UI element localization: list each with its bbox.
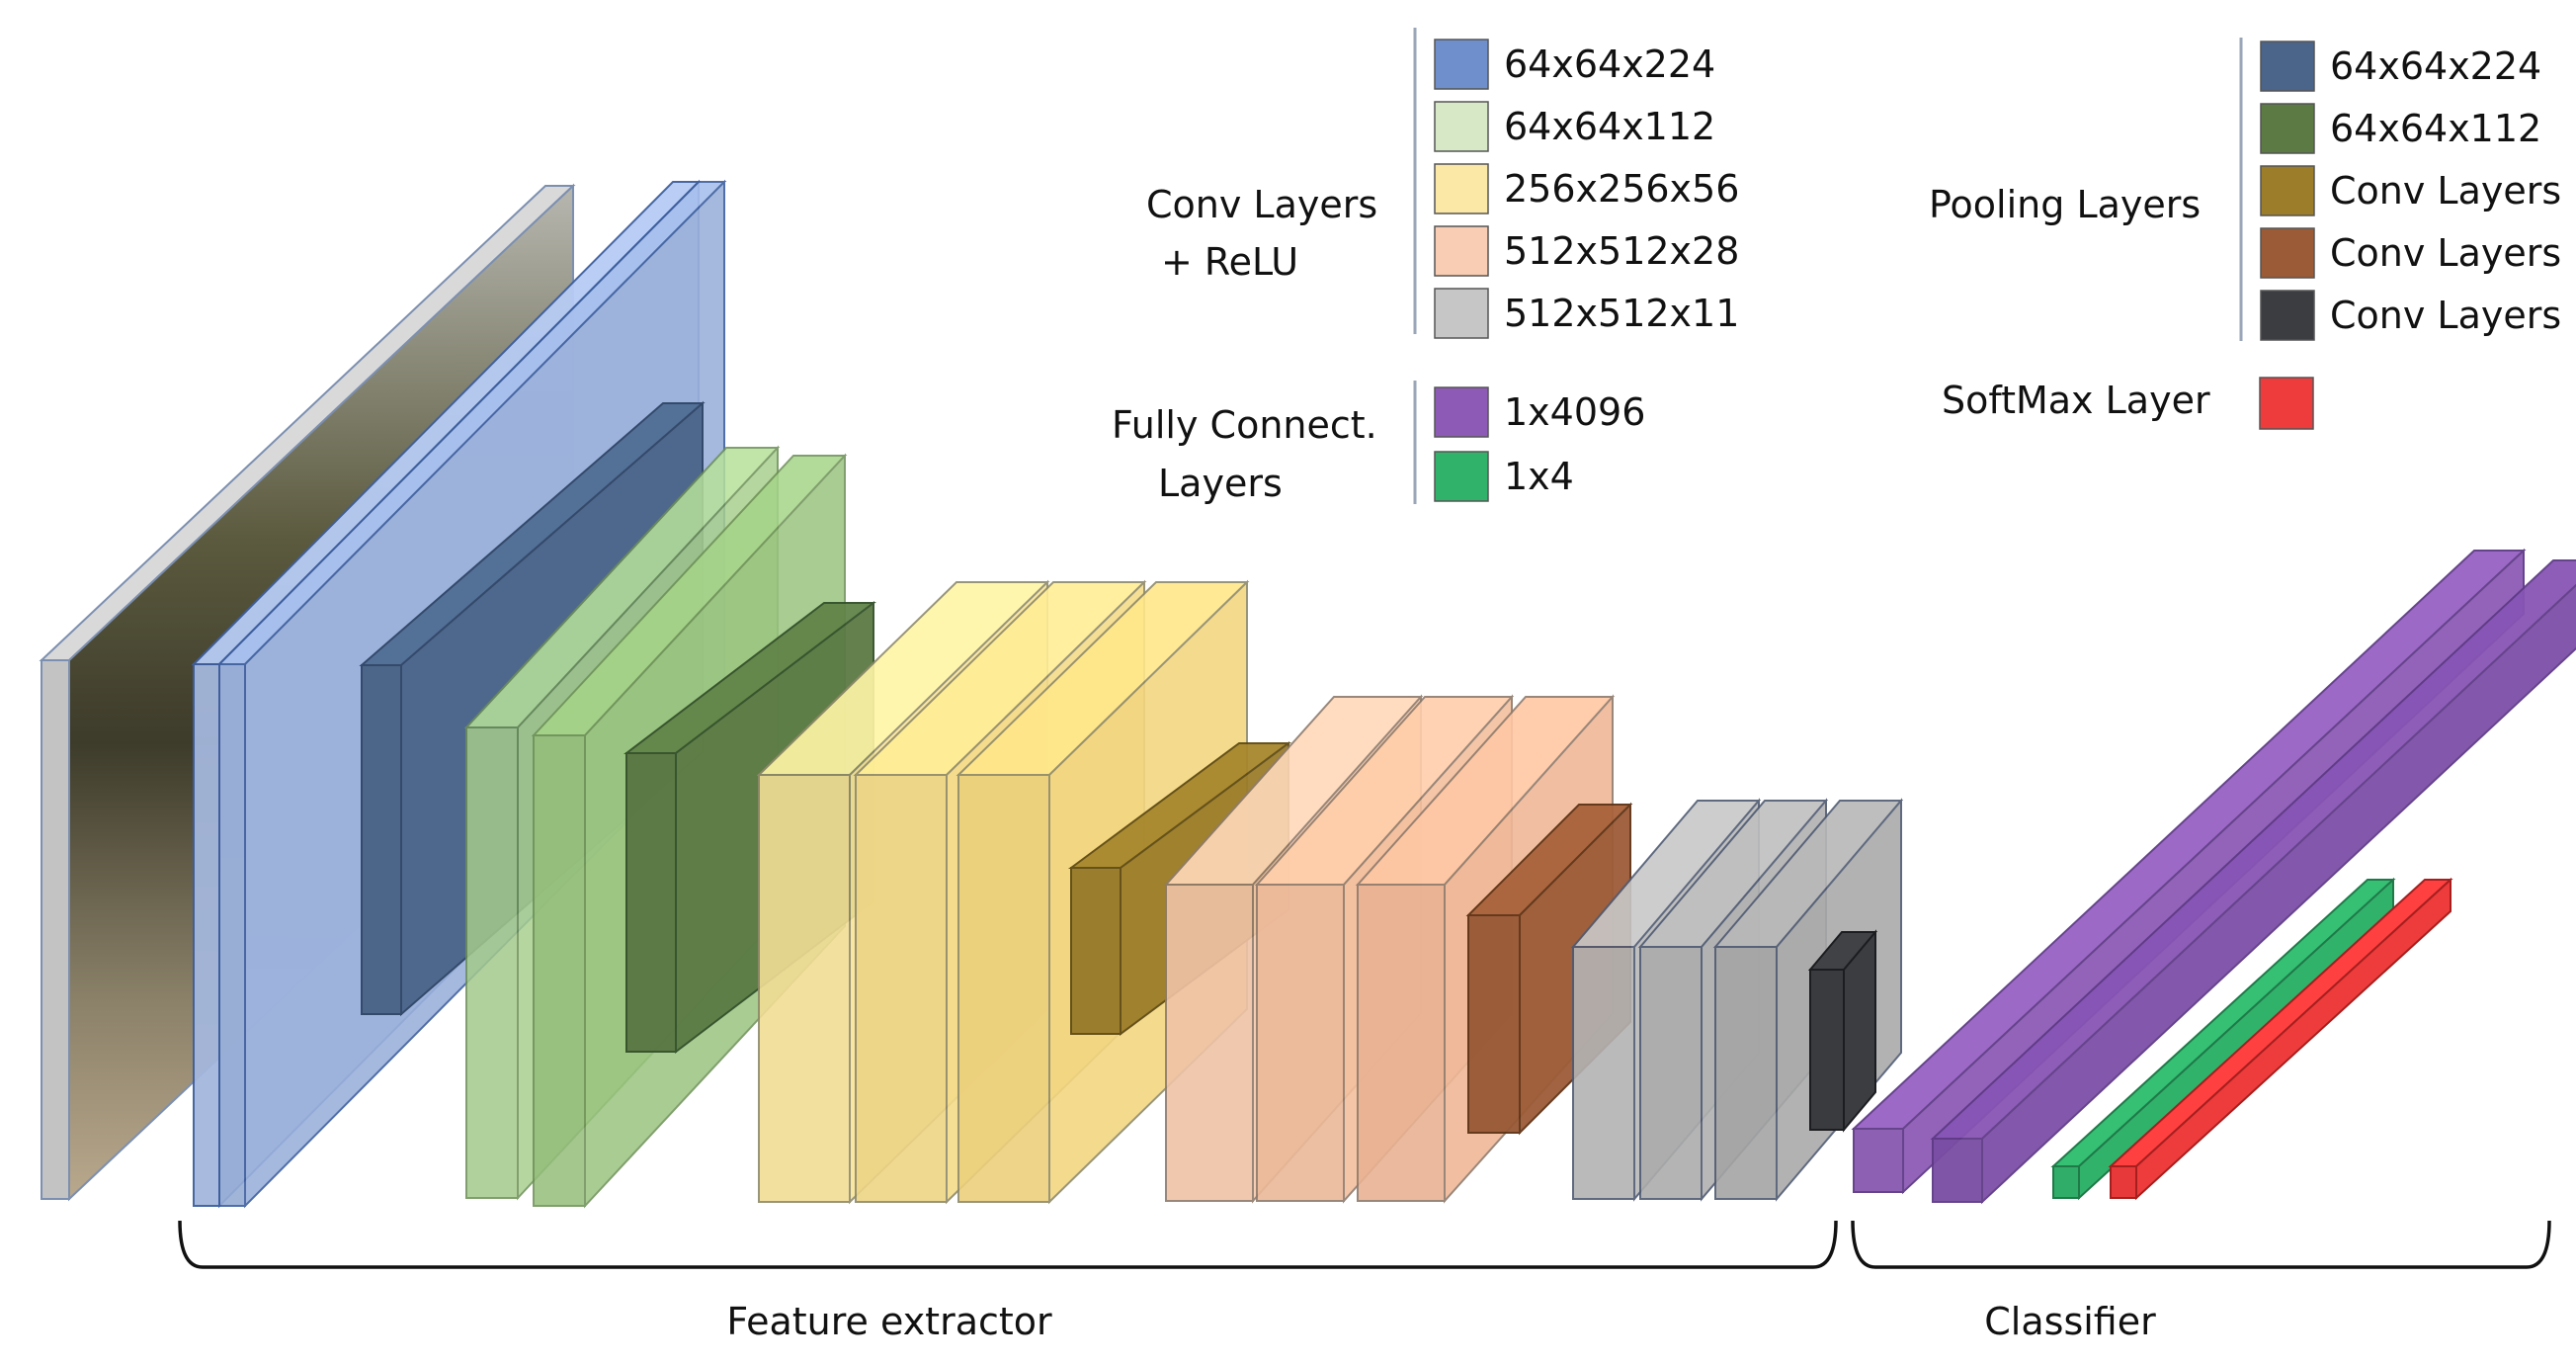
legend-pool-swatch (2260, 290, 2315, 341)
legend-pool-swatch (2260, 103, 2315, 154)
legend-softmax: SoftMax Layer (1942, 377, 2314, 430)
legend-pool-item-label: Conv Layers (2330, 169, 2561, 213)
legend-pool-swatch (2260, 41, 2315, 92)
legend-pool-swatch (2260, 227, 2315, 279)
feature-extractor-bracket (178, 1220, 1838, 1269)
legend-softmax-swatch (2259, 377, 2314, 430)
legend-fc-label-layers: Layers (1158, 462, 1283, 505)
classifier-label: Classifier (1984, 1300, 2156, 1343)
legend-fc-item-label: 1x4096 (1504, 390, 1645, 434)
legend-pool-label: Pooling Layers (1929, 183, 2201, 226)
legend-conv-swatch (1434, 225, 1489, 277)
legend-pool-item-label: 64x64x112 (2330, 107, 2541, 150)
legend-conv-item-label: 64x64x112 (1504, 105, 1715, 148)
feature-extractor-label: Feature extractor (726, 1300, 1052, 1343)
legend-softmax-label: SoftMax Layer (1942, 379, 2210, 422)
fc2-block (1930, 559, 2576, 1205)
legend-conv-item-label: 256x256x56 (1504, 167, 1739, 211)
legend-fc: Fully Connect. Layers 1x4096 1x4 (1112, 381, 1645, 505)
legend-conv-item-label: 512x512x11 (1504, 292, 1739, 335)
softmax-block (2108, 877, 2453, 1201)
legend-conv-item-label: 64x64x224 (1504, 43, 1715, 86)
legend-fc-label: Fully Connect. (1112, 403, 1377, 447)
legend-conv-swatch (1434, 101, 1489, 152)
legend-fc-item-label: 1x4 (1504, 455, 1574, 498)
legend-conv-label: Conv Layers (1146, 183, 1377, 226)
legend-conv-item-label: 512x512x28 (1504, 229, 1739, 273)
fc3-block (2050, 877, 2396, 1201)
classifier-bracket (1851, 1220, 2551, 1269)
legend-conv-label-relu: + ReLU (1161, 240, 1298, 284)
legend-pool-item-label: Conv Layers (2330, 231, 2561, 275)
pool5-block (1807, 929, 1878, 1133)
layer-blocks (39, 179, 2576, 1209)
legend-pool-item-label: 64x64x224 (2330, 44, 2541, 88)
legend-pool-swatch (2260, 165, 2315, 216)
legend-conv-swatch (1434, 288, 1489, 339)
legend-conv-swatch (1434, 163, 1489, 214)
legend-fc-swatch (1434, 386, 1489, 438)
legend-pool-item-label: Conv Layers (2330, 294, 2561, 337)
legend-conv-swatch (1434, 39, 1489, 90)
legend-fc-swatch (1434, 451, 1489, 502)
legend-conv: Conv Layers + ReLU 64x64x224 64x64x112 256… (1146, 28, 1739, 339)
